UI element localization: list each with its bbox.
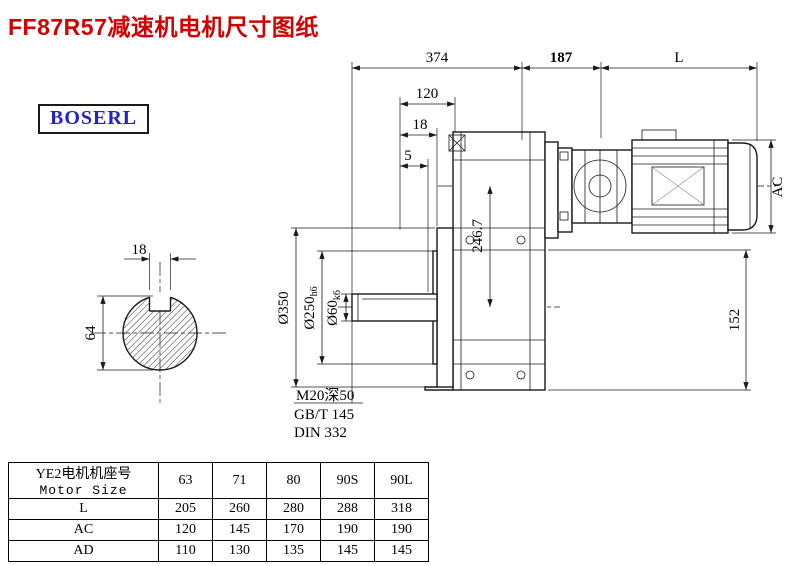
shaft-end-notes: M20深50 GB/T 145 DIN 332 bbox=[294, 387, 363, 441]
motor-size-header-cell: YE2电机机座号 Motor Size bbox=[8, 462, 159, 499]
col-header-80: 80 bbox=[266, 462, 321, 499]
dim-18: 18 bbox=[413, 117, 428, 133]
row-label-AD: AD bbox=[8, 540, 159, 562]
table-cell: 318 bbox=[374, 498, 429, 520]
table-cell: 288 bbox=[320, 498, 375, 520]
dim-L: L bbox=[674, 50, 683, 66]
table-row-AD: AD 110 130 135 145 145 bbox=[8, 540, 429, 562]
note-din: DIN 332 bbox=[294, 425, 347, 441]
page-title: FF87R57减速机电机尺寸图纸 bbox=[8, 14, 319, 40]
dimensions: 374 187 L 120 18 5 AC 152 246.7 Ø350 bbox=[83, 50, 786, 403]
table-cell: 145 bbox=[374, 540, 429, 562]
dim-374: 374 bbox=[426, 50, 449, 66]
note-gbt: GB/T 145 bbox=[294, 407, 354, 423]
brand-logo: BOSERL bbox=[38, 104, 150, 134]
table-header-row: YE2电机机座号 Motor Size 63 71 80 90S 90L bbox=[8, 462, 429, 499]
table-cell: 130 bbox=[212, 540, 267, 562]
row-label-AC: AC bbox=[8, 519, 159, 541]
table-cell: 190 bbox=[320, 519, 375, 541]
motor-size-header-cn: YE2电机机座号 bbox=[35, 467, 132, 482]
dim-246-7: 246.7 bbox=[470, 219, 486, 253]
dim-dia-60k6: Ø60k6 bbox=[325, 290, 343, 326]
motor-size-header-en: Motor Size bbox=[39, 483, 128, 498]
eyebolt-icon bbox=[448, 134, 466, 152]
terminal-box bbox=[641, 129, 677, 141]
col-header-71: 71 bbox=[212, 462, 267, 499]
dim-120: 120 bbox=[416, 86, 439, 102]
col-header-63: 63 bbox=[158, 462, 213, 499]
stator-block bbox=[651, 166, 705, 206]
motor-assembly bbox=[544, 129, 758, 239]
dimension-table: YE2电机机座号 Motor Size 63 71 80 90S 90L L 2… bbox=[8, 462, 429, 562]
table-cell: 120 bbox=[158, 519, 213, 541]
table-row-L: L 205 260 280 288 318 bbox=[8, 498, 429, 520]
dim-5: 5 bbox=[404, 148, 412, 164]
table-row-AC: AC 120 145 170 190 190 bbox=[8, 519, 429, 541]
row-label-L: L bbox=[8, 498, 159, 520]
table-cell: 135 bbox=[266, 540, 321, 562]
dim-AC: AC bbox=[770, 177, 786, 198]
table-cell: 190 bbox=[374, 519, 429, 541]
table-cell: 260 bbox=[212, 498, 267, 520]
dim-dia-350: Ø350 bbox=[276, 291, 292, 324]
fan-cowl bbox=[727, 142, 758, 231]
gearbox-housing bbox=[351, 131, 546, 391]
dim-64: 64 bbox=[83, 325, 99, 341]
dim-187: 187 bbox=[550, 50, 573, 66]
table-cell: 280 bbox=[266, 498, 321, 520]
note-tap: M20深50 bbox=[296, 387, 354, 404]
shaft-section-view bbox=[122, 292, 198, 371]
col-header-90S: 90S bbox=[320, 462, 375, 499]
dim-152: 152 bbox=[727, 309, 743, 332]
table-cell: 170 bbox=[266, 519, 321, 541]
dim-dia-250h6: Ø250h6 bbox=[302, 286, 320, 329]
dim-key-18: 18 bbox=[132, 242, 147, 258]
table-cell: 145 bbox=[212, 519, 267, 541]
table-cell: 205 bbox=[158, 498, 213, 520]
col-header-90L: 90L bbox=[374, 462, 429, 499]
table-cell: 110 bbox=[158, 540, 213, 562]
table-cell: 145 bbox=[320, 540, 375, 562]
